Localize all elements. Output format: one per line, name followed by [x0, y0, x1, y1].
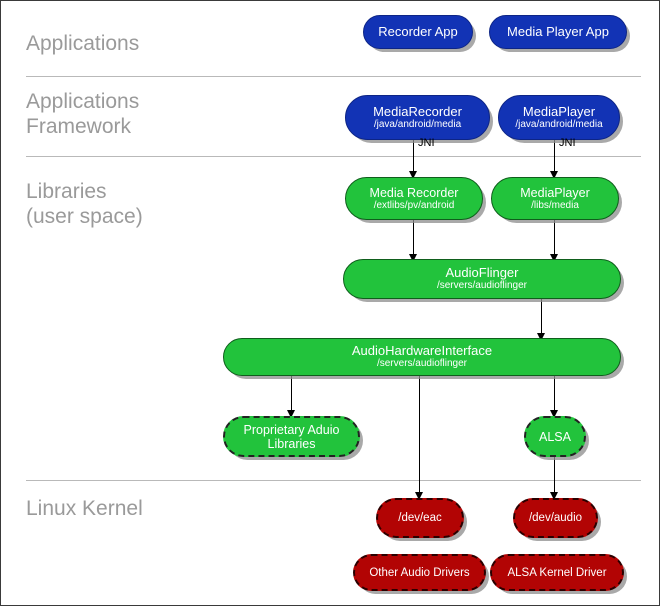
arrowhead-ahi-to-proprietary-libs	[287, 410, 295, 418]
connector-ahi-to-dev-eac	[419, 376, 420, 498]
divider-applications-framework	[26, 156, 641, 157]
arrowhead-alsa-to-dev-audio	[550, 492, 558, 500]
edge-label-jni-right: JNI	[559, 137, 576, 149]
arrowhead-mediaplayer-to-audioflinger	[550, 254, 558, 262]
divider-linux-kernel	[26, 480, 641, 481]
node-mediaplayer-framework-path: /java/android/media	[515, 118, 603, 130]
node-mediaplayer-framework-title: MediaPlayer	[522, 103, 596, 119]
node-audiohardwareinterface[interactable]: AudioHardwareInterface /servers/audiofli…	[223, 338, 621, 376]
node-dev-audio-title: /dev/audio	[528, 512, 583, 524]
node-mediarecorder-framework-title: MediaRecorder	[373, 103, 462, 119]
node-recorder-app-title: Recorder App	[378, 24, 458, 39]
layer-label-libraries: Libraries (user space)	[26, 180, 143, 228]
node-media-recorder-lib-path: /extlibs/pv/android	[373, 199, 455, 211]
arrowhead-ahi-to-dev-eac	[415, 492, 423, 500]
connector-ahi-to-proprietary-libs	[291, 376, 292, 416]
node-recorder-app[interactable]: Recorder App	[363, 15, 473, 49]
node-proprietary-audio-libraries-subtitle: Libraries	[267, 436, 316, 451]
arrowhead-media-recorder-to-audioflinger	[409, 254, 417, 262]
arrowhead-mediarecorder-jni	[409, 171, 417, 179]
node-audiohardwareinterface-path: /servers/audioflinger	[376, 358, 468, 369]
node-proprietary-audio-libraries-title: Proprietary Aduio	[243, 422, 340, 437]
node-audioflinger-title: AudioFlinger	[445, 265, 519, 280]
node-audiohardwareinterface-title: AudioHardwareInterface	[351, 343, 493, 358]
connector-mediaplayer-to-audioflinger	[554, 220, 555, 260]
node-mediarecorder-framework[interactable]: MediaRecorder /java/android/media	[345, 95, 490, 140]
node-media-recorder-lib[interactable]: Media Recorder /extlibs/pv/android	[345, 177, 483, 220]
node-alsa-title: ALSA	[539, 429, 571, 444]
node-mediaplayer-framework[interactable]: MediaPlayer /java/android/media	[498, 95, 620, 140]
node-media-player-app[interactable]: Media Player App	[489, 15, 627, 49]
connector-mediaplayer-jni	[554, 140, 555, 176]
connector-alsa-to-dev-audio	[554, 457, 555, 498]
node-other-audio-drivers[interactable]: Other Audio Drivers	[353, 554, 486, 591]
node-mediaplayer-lib-title: MediaPlayer	[520, 185, 590, 200]
node-mediaplayer-lib-path: /libs/media	[531, 199, 579, 211]
connector-audioflinger-to-audiohardwareinterface	[541, 299, 542, 339]
node-dev-eac-title: /dev/eac	[398, 512, 442, 524]
connector-mediarecorder-jni	[413, 140, 414, 176]
node-mediaplayer-lib[interactable]: MediaPlayer /libs/media	[491, 177, 619, 220]
node-alsa-kernel-driver[interactable]: ALSA Kernel Driver	[490, 554, 624, 591]
node-dev-eac[interactable]: /dev/eac	[376, 498, 464, 538]
layer-label-applications-framework: Applications Framework	[26, 90, 140, 138]
node-dev-audio[interactable]: /dev/audio	[513, 498, 598, 538]
node-alsa[interactable]: ALSA	[524, 416, 586, 457]
divider-applications	[26, 76, 641, 77]
arrowhead-mediaplayer-jni	[550, 171, 558, 179]
connector-ahi-to-alsa	[554, 376, 555, 416]
arrowhead-audioflinger-to-audiohardwareinterface	[537, 333, 545, 341]
node-media-recorder-lib-title: Media Recorder	[369, 185, 459, 200]
node-mediarecorder-framework-path: /java/android/media	[373, 118, 462, 130]
node-audioflinger-path: /servers/audioflinger	[436, 280, 528, 291]
node-audioflinger[interactable]: AudioFlinger /servers/audioflinger	[343, 259, 621, 299]
layer-label-linux-kernel: Linux Kernel	[26, 497, 143, 520]
node-other-audio-drivers-title: Other Audio Drivers	[369, 566, 470, 579]
layer-label-applications: Applications	[26, 32, 140, 55]
arrowhead-ahi-to-alsa	[550, 410, 558, 418]
edge-label-jni-left: JNI	[418, 137, 435, 149]
node-media-player-app-title: Media Player App	[507, 24, 609, 39]
node-alsa-kernel-driver-title: ALSA Kernel Driver	[507, 566, 607, 579]
connector-media-recorder-to-audioflinger	[413, 220, 414, 260]
node-proprietary-audio-libraries[interactable]: Proprietary Aduio Libraries	[223, 416, 360, 457]
